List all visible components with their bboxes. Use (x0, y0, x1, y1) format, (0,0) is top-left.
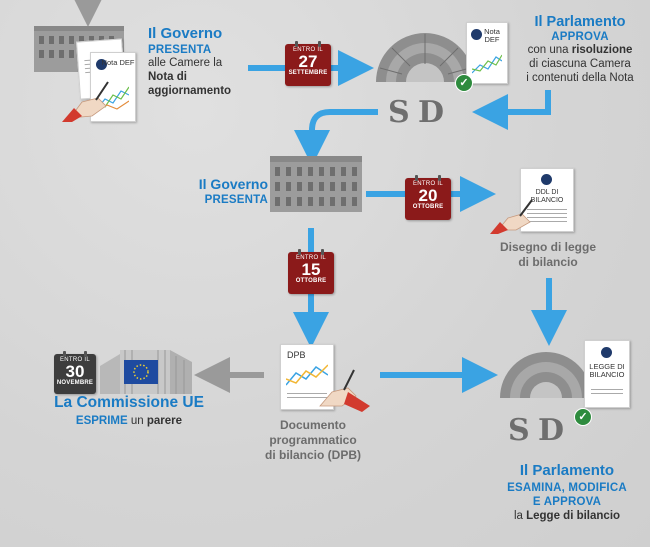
cal3-month: OTTOBRE (295, 278, 327, 284)
step5-pre: la (513, 510, 523, 522)
republic-emblem-icon (601, 347, 612, 358)
dpb-document: DPB (280, 344, 334, 410)
commission-mid: un (130, 415, 144, 427)
step2-line2b: risoluzione (571, 44, 633, 56)
chart-lines-icon (472, 54, 502, 74)
cal1-top: ENTRO IL (292, 47, 324, 53)
commission-verb: ESPRIME (75, 415, 128, 427)
republic-emblem-icon (541, 174, 552, 185)
nota-def-doc-title: Nota DEF (101, 58, 135, 67)
step1-line3: Nota di (148, 71, 187, 83)
step3-heading: Il Governo (198, 176, 268, 192)
cal4-day: 30 (65, 362, 85, 381)
step5-heading: Il Parlamento (519, 462, 615, 479)
cal2-month: OTTOBRE (412, 204, 444, 210)
hemicycle-icon (500, 352, 592, 398)
step1-heading: Il Governo (148, 25, 223, 42)
step2-heading: Il Parlamento (534, 14, 626, 30)
cal3-top: ENTRO IL (295, 255, 327, 261)
step1-verb: PRESENTA (148, 44, 212, 56)
commission-text: La Commissione UE ESPRIME un parere (44, 394, 214, 428)
step2-doc-title: Nota DEF (484, 27, 500, 44)
step5-line1: ESAMINA, MODIFICA (507, 482, 627, 494)
dpb-caption-line3: di bilancio (DPB) (265, 448, 361, 462)
step5-line2: E APPROVA (532, 496, 602, 508)
nota-def-approved-document: Nota DEF (466, 22, 508, 84)
step5-obj: Legge di bilancio (526, 510, 621, 522)
commission-obj: parere (146, 415, 183, 427)
svg-text:D: D (538, 413, 564, 446)
dpb-caption-line2: programmatico (269, 433, 357, 447)
commission-heading: La Commissione UE (54, 394, 204, 411)
cal4-top: ENTRO IL (59, 357, 91, 363)
calendar-30-novembre: ENTRO IL 30 NOVEMBRE (54, 351, 96, 394)
hemicycle-icon (376, 33, 474, 82)
chart-lines-icon (286, 364, 328, 386)
step2-line2a: con una (527, 44, 569, 56)
step2-line4: i contenuti della Nota (526, 72, 634, 84)
ddl-caption-line2: di bilancio (518, 255, 578, 269)
chamber-emblems-icon: S D (508, 413, 564, 446)
step2-line3: di ciascuna Camera (529, 58, 631, 70)
step3-verb: PRESENTA (204, 194, 268, 206)
svg-text:S: S (388, 95, 410, 128)
cal2-top: ENTRO IL (412, 181, 444, 187)
cal1-day: 27 (298, 52, 318, 71)
legge-bilancio-document: LEGGE DI BILANCIO (584, 340, 630, 408)
signing-hand-icon (62, 81, 109, 122)
signing-hand-icon (490, 199, 533, 234)
svg-text:D: D (418, 95, 444, 128)
dpb-doc-title: DPB (287, 350, 306, 360)
ddl-doc-title: DDL DI BILANCIO (530, 189, 564, 204)
calendar-20-ottobre: ENTRO IL 20 OTTOBRE (405, 175, 451, 220)
cal1-month: SETTEMBRE (288, 70, 328, 76)
legge-doc-title: LEGGE DI BILANCIO (589, 362, 625, 379)
arrow-step2-to-step3 (294, 109, 378, 166)
step2-text: Il Parlamento APPROVA con una risoluzion… (510, 14, 650, 85)
chamber-emblems-icon: S D (388, 95, 444, 128)
signing-hand-icon (319, 369, 370, 412)
republic-emblem-icon (471, 29, 482, 40)
step1-line4: aggiornamento (148, 85, 232, 97)
arrow-step2-return (472, 90, 551, 130)
palace-icon (270, 156, 362, 212)
dpb-caption: Documento programmatico di bilancio (DPB… (248, 418, 378, 463)
eu-commission-building-icon (100, 350, 192, 394)
step1-text: Il Governo PRESENTA alle Camere la Nota … (148, 25, 258, 98)
approved-check-icon: ✓ (574, 408, 592, 426)
cal2-day: 20 (418, 186, 438, 205)
step5-text: Il Parlamento ESAMINA, MODIFICA E APPROV… (482, 462, 650, 523)
republic-emblem-icon (96, 59, 107, 70)
dpb-caption-line1: Documento (280, 418, 346, 432)
ddl-caption: Disegno di legge di bilancio (488, 240, 608, 270)
step2-verb: APPROVA (551, 31, 609, 43)
step1-pre: alle Camere la (148, 57, 223, 69)
cal3-day: 15 (301, 260, 321, 279)
step3-text: Il Governo PRESENTA (178, 176, 268, 206)
ddl-caption-line1: Disegno di legge (499, 240, 596, 254)
approved-check-icon: ✓ (455, 74, 473, 92)
calendar-27-settembre: ENTRO IL 27 SETTEMBRE (285, 41, 331, 86)
calendar-15-ottobre: ENTRO IL 15 OTTOBRE (288, 249, 334, 294)
svg-text:S: S (508, 413, 530, 446)
cal4-month: NOVEMBRE (56, 380, 94, 386)
